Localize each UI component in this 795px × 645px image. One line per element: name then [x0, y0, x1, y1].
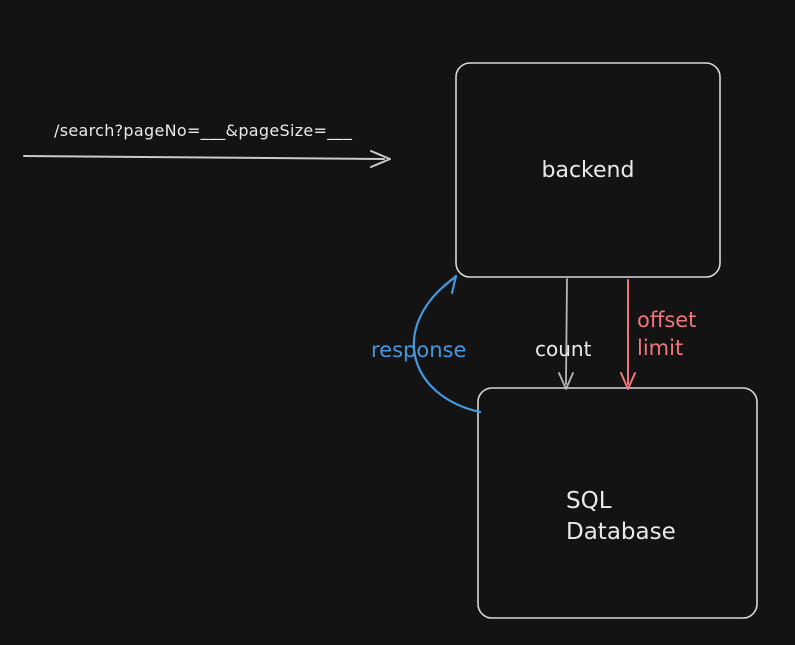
request-arrow[interactable]	[23, 150, 391, 168]
response-arrow[interactable]	[412, 274, 482, 414]
count-edge-label[interactable]: count	[535, 337, 592, 361]
offset-limit-edge-label[interactable]: offset limit	[637, 308, 697, 360]
offset-limit-arrow[interactable]	[620, 279, 636, 390]
response-edge-label[interactable]: response	[371, 338, 467, 362]
request-edge-label[interactable]: /search?pageNo=___&pageSize=___	[54, 121, 353, 140]
database-node-label[interactable]: SQL Database	[566, 488, 676, 545]
backend-node-label[interactable]: backend	[541, 157, 635, 183]
database-node-box[interactable]	[477, 387, 758, 619]
count-arrow[interactable]	[558, 278, 574, 390]
backend-node-box[interactable]	[455, 62, 721, 278]
